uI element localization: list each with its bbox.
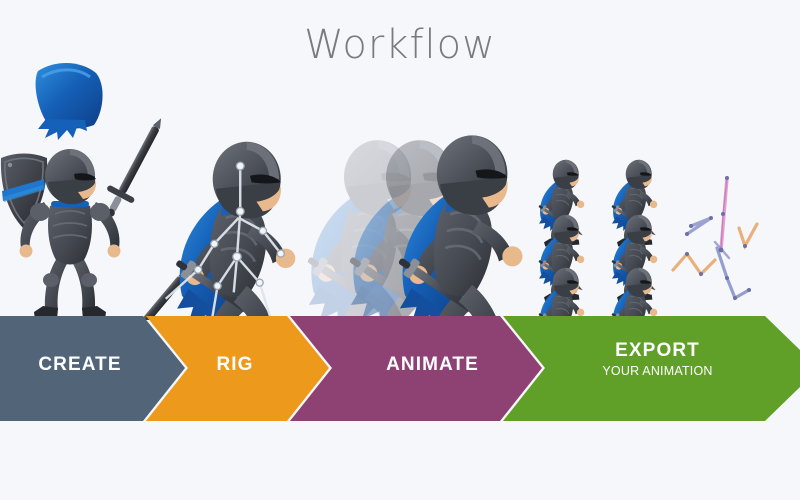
rig-joints: [193, 161, 285, 291]
workflow-step-animate[interactable]: [290, 316, 542, 421]
workflow-step-rig[interactable]: [146, 316, 329, 421]
workflow-label-export-title: EXPORT: [615, 340, 700, 361]
sword-asset: [106, 118, 162, 217]
cape-asset: [35, 62, 103, 140]
workflow-label-export[interactable]: EXPORT YOUR ANIMATION: [545, 341, 770, 379]
rig-stage-art: [164, 140, 298, 320]
workflow-label-animate[interactable]: ANIMATE: [325, 355, 540, 375]
page-title: Workflow: [304, 22, 496, 68]
bone-rig-diagram: [671, 176, 759, 301]
workflow-label-animate-title: ANIMATE: [386, 354, 479, 375]
workflow-label-create-title: CREATE: [38, 354, 122, 375]
knight-standing: [19, 149, 121, 320]
workflow-label-rig[interactable]: RIG: [165, 355, 305, 375]
animate-stage-art: [302, 134, 526, 320]
workflow-label-create[interactable]: CREATE: [0, 355, 160, 375]
artwork-area: [0, 55, 800, 320]
workflow-banner: [0, 316, 800, 421]
workflow-label-export-subtitle: YOUR ANIMATION: [602, 363, 713, 378]
create-stage-art: [0, 62, 188, 320]
workflow-label-rig-title: RIG: [216, 354, 254, 375]
workflow-step-create[interactable]: [0, 316, 185, 421]
export-stage-art: [536, 159, 659, 320]
workflow-step-export[interactable]: [503, 316, 800, 421]
